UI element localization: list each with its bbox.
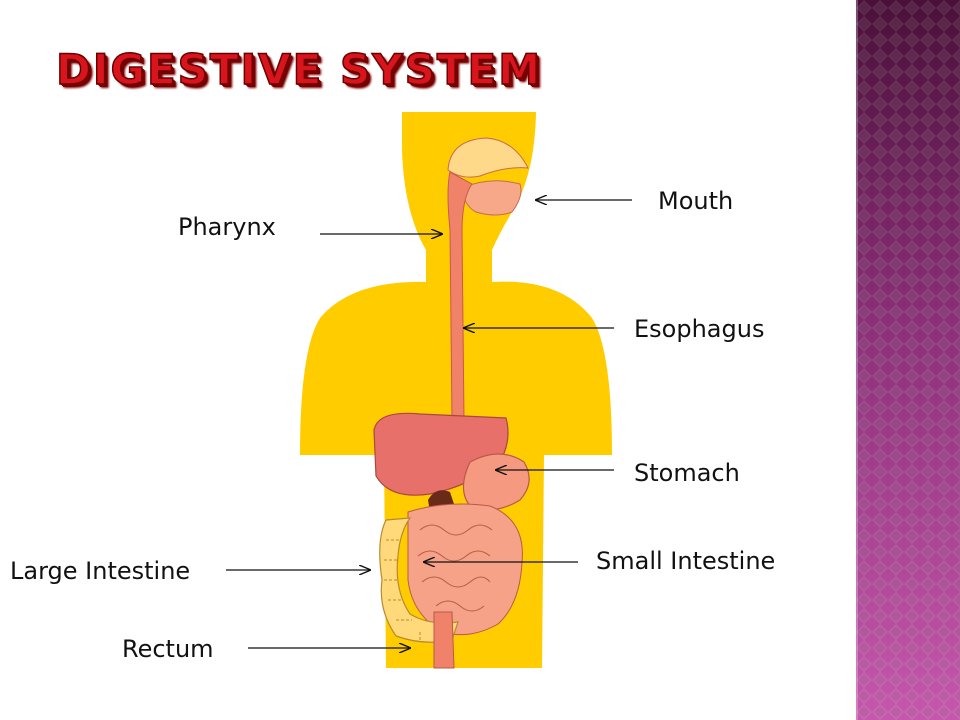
mouth-label: Mouth: [658, 187, 734, 215]
slide-title: Digestive System: [55, 44, 543, 95]
nasal-cavity: [447, 137, 529, 178]
rectum-organ: [433, 611, 455, 669]
pharynx-label: Pharynx: [178, 213, 276, 241]
esophagus-label: Esophagus: [634, 315, 765, 343]
small-intestine-coils: [417, 524, 493, 612]
large-intestine-haustra: [384, 539, 441, 642]
small-intestine-organ: [407, 503, 523, 636]
stomach-label: Stomach: [634, 459, 740, 487]
digestive-system-diagram: [226, 112, 632, 669]
stomach-organ: [462, 453, 530, 511]
mouth-cavity: [461, 180, 522, 216]
rectum-label: Rectum: [122, 635, 214, 663]
large-intestine-label: Large Intestine: [10, 557, 191, 585]
small-intestine-label: Small Intestine: [596, 547, 776, 575]
large-intestine-organ: [379, 517, 459, 643]
decorative-side-panel: [856, 0, 960, 720]
